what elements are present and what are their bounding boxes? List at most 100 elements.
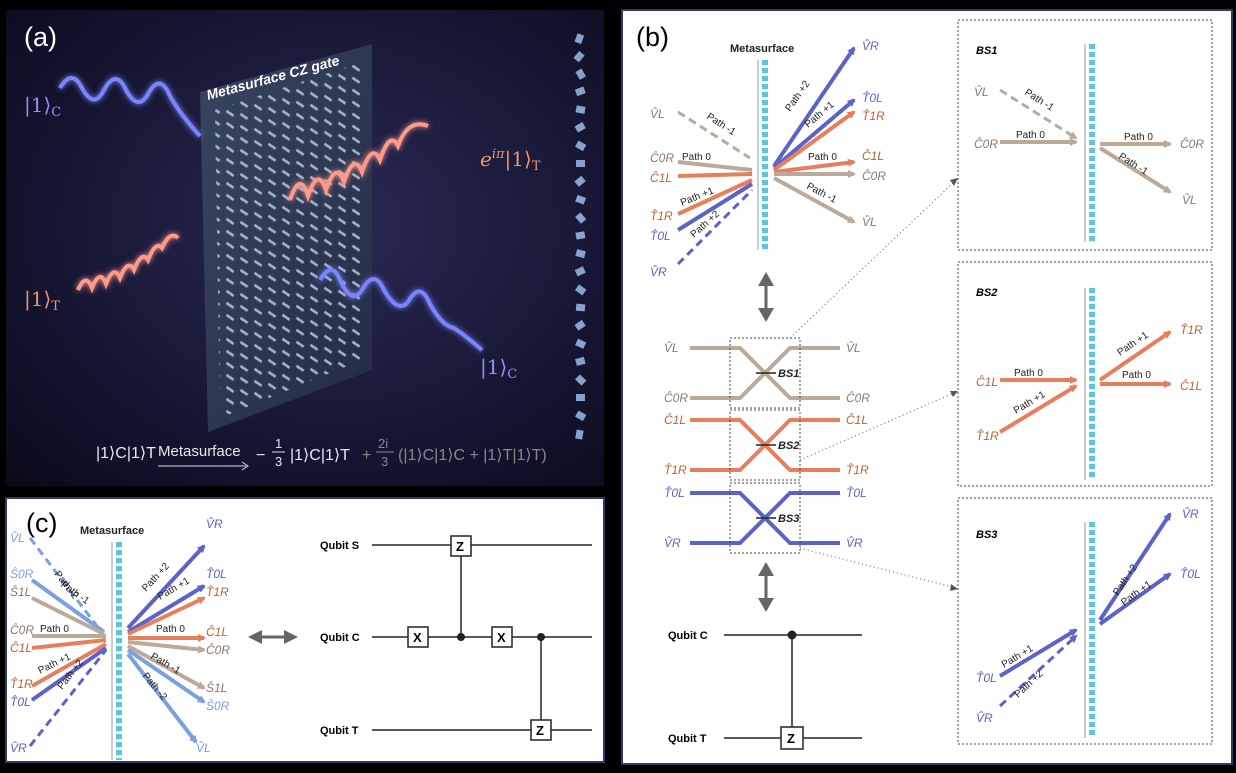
svg-text:V̂L: V̂L — [664, 340, 679, 355]
bs-boxes — [729, 337, 801, 554]
side-metasurface — [573, 33, 587, 440]
svg-text:(|1⟩C|1⟩C + |1⟩T|1⟩T): (|1⟩C|1⟩C + |1⟩T|1⟩T) — [398, 447, 547, 464]
svg-text:X: X — [497, 630, 506, 645]
svg-text:X: X — [413, 630, 422, 645]
svg-text:T̂1R: T̂1R — [846, 462, 869, 477]
svg-text:BS3: BS3 — [976, 529, 997, 541]
svg-text:Ĉ1L: Ĉ1L — [862, 148, 884, 163]
svg-text:BS3: BS3 — [778, 513, 799, 525]
svg-text:Qubit C: Qubit C — [320, 632, 360, 644]
panel-a: (a) Metasurface CZ gate |1⟩C |1⟩T eiπ|1⟩… — [6, 10, 604, 486]
svg-text:V̂L: V̂L — [1182, 192, 1197, 207]
svg-text:Ŝ0R: Ŝ0R — [206, 698, 230, 713]
svg-text:T̂0L: T̂0L — [862, 90, 883, 105]
svg-text:V̂R: V̂R — [650, 264, 667, 279]
photon-t-out — [288, 122, 429, 203]
panel-b-equiv-arrows — [758, 272, 774, 612]
svg-text:Ĉ0R: Ĉ0R — [974, 136, 998, 151]
svg-text:V̂L: V̂L — [196, 740, 211, 755]
panel-c-metasurface-label: Metasurface — [80, 525, 144, 537]
svg-text:T̂1R: T̂1R — [862, 108, 885, 123]
svg-text:V̂L: V̂L — [650, 106, 665, 121]
bs-markers — [756, 372, 776, 519]
svg-text:Ĉ1L: Ĉ1L — [10, 640, 32, 655]
svg-text:3: 3 — [275, 454, 282, 469]
svg-text:T̂0L: T̂0L — [664, 485, 685, 500]
ket-c-in: |1⟩C — [24, 93, 61, 120]
svg-text:Path 0: Path 0 — [808, 152, 837, 163]
svg-text:Ŝ1L: Ŝ1L — [10, 584, 31, 599]
svg-text:T̂1R: T̂1R — [664, 462, 687, 477]
svg-text:T̂0L: T̂0L — [650, 228, 671, 243]
panel-a-label: (a) — [24, 22, 57, 52]
svg-text:T̂0L: T̂0L — [10, 694, 31, 709]
svg-text:Qubit C: Qubit C — [668, 630, 708, 642]
svg-text:|1⟩C|1⟩T: |1⟩C|1⟩T — [290, 447, 350, 464]
z-gate-s — [450, 535, 472, 557]
svg-text:T̂0L: T̂0L — [206, 566, 227, 581]
svg-text:T̂0L: T̂0L — [976, 670, 997, 685]
svg-text:V̂R: V̂R — [10, 740, 27, 755]
svg-text:Ŝ0R: Ŝ0R — [10, 566, 34, 581]
svg-text:Ĉ0R: Ĉ0R — [650, 150, 674, 165]
z-gate — [780, 726, 804, 750]
panel-b-circuit: Qubit C Qubit T Z — [668, 630, 862, 750]
svg-text:BS2: BS2 — [778, 440, 799, 452]
svg-text:V̂R: V̂R — [846, 535, 863, 550]
svg-text:−: − — [256, 447, 265, 464]
bs-connectors — [789, 179, 957, 589]
svg-text:Ĉ0R: Ĉ0R — [10, 622, 34, 637]
svg-text:Z: Z — [456, 539, 464, 554]
bs-mode-labels: V̂L Ĉ0R Ĉ1L T̂1R T̂0L V̂R V̂L Ĉ0R Ĉ1L T̂… — [664, 340, 870, 550]
svg-text:T̂1R: T̂1R — [206, 584, 229, 599]
svg-text:BS1: BS1 — [778, 368, 799, 380]
svg-text:V̂L: V̂L — [10, 530, 25, 545]
svg-text:T̂1R: T̂1R — [976, 428, 999, 443]
z-gate-t — [530, 719, 552, 741]
svg-text:+: + — [362, 447, 371, 464]
svg-text:Path 0: Path 0 — [1122, 370, 1151, 381]
x-gate-2 — [491, 626, 513, 648]
svg-text:V̂L: V̂L — [974, 84, 989, 99]
svg-text:3: 3 — [381, 454, 388, 469]
metasurface-tiles — [215, 62, 362, 418]
ket-c-out: |1⟩C — [480, 355, 517, 382]
ket-t-out: eiπ|1⟩T — [480, 147, 541, 174]
svg-text:V̂L: V̂L — [862, 214, 877, 229]
svg-text:BS2: BS2 — [976, 287, 997, 299]
svg-text:Metasurface: Metasurface — [158, 443, 241, 460]
svg-text:V̂R: V̂R — [664, 535, 681, 550]
svg-text:2i: 2i — [378, 436, 388, 451]
svg-text:Ĉ0R: Ĉ0R — [862, 168, 886, 183]
svg-text:Ŝ1L: Ŝ1L — [206, 680, 227, 695]
panel-b-label: (b) — [636, 22, 669, 52]
svg-text:T̂0L: T̂0L — [846, 485, 867, 500]
x-gate-1 — [407, 626, 429, 648]
ket-t-in: |1⟩T — [24, 287, 60, 314]
svg-text:V̂R: V̂R — [976, 710, 993, 725]
bs-labels: BS1 BS2 BS3 — [778, 368, 799, 525]
svg-text:Qubit T: Qubit T — [668, 733, 707, 745]
svg-text:T̂0L: T̂0L — [1180, 566, 1201, 581]
svg-text:T̂1R: T̂1R — [10, 676, 33, 691]
photon-c-out — [318, 268, 484, 352]
svg-text:Ĉ0R: Ĉ0R — [206, 642, 230, 657]
svg-text:Path 0: Path 0 — [1016, 130, 1045, 141]
panel-c-label: (c) — [26, 508, 57, 538]
panel-c: (c) Metasurface Path -2 Path -1 Path 0 P… — [5, 497, 605, 763]
svg-text:Ĉ1L: Ĉ1L — [1180, 378, 1202, 393]
panel-b: (b) Metasurface Path -1 Path 0 Path +1 P… — [621, 9, 1233, 765]
svg-text:Ĉ1L: Ĉ1L — [664, 412, 686, 427]
svg-text:T̂1R: T̂1R — [1180, 322, 1203, 337]
svg-text:Z: Z — [536, 723, 544, 738]
svg-text:Path 0: Path 0 — [156, 624, 185, 635]
svg-text:Path 0: Path 0 — [682, 152, 711, 163]
svg-text:1: 1 — [275, 436, 282, 451]
svg-text:Qubit S: Qubit S — [320, 540, 359, 552]
svg-text:Ĉ1L: Ĉ1L — [846, 412, 868, 427]
svg-text:|1⟩C|1⟩T: |1⟩C|1⟩T — [96, 445, 156, 462]
panel-c-mode-labels: V̂L Ŝ0R Ŝ1L Ĉ0R Ĉ1L T̂1R T̂0L V̂R V̂R T̂… — [10, 516, 230, 755]
svg-text:BS1: BS1 — [976, 45, 997, 57]
svg-text:Ĉ1L: Ĉ1L — [650, 170, 672, 185]
svg-text:V̂R: V̂R — [1182, 506, 1199, 521]
